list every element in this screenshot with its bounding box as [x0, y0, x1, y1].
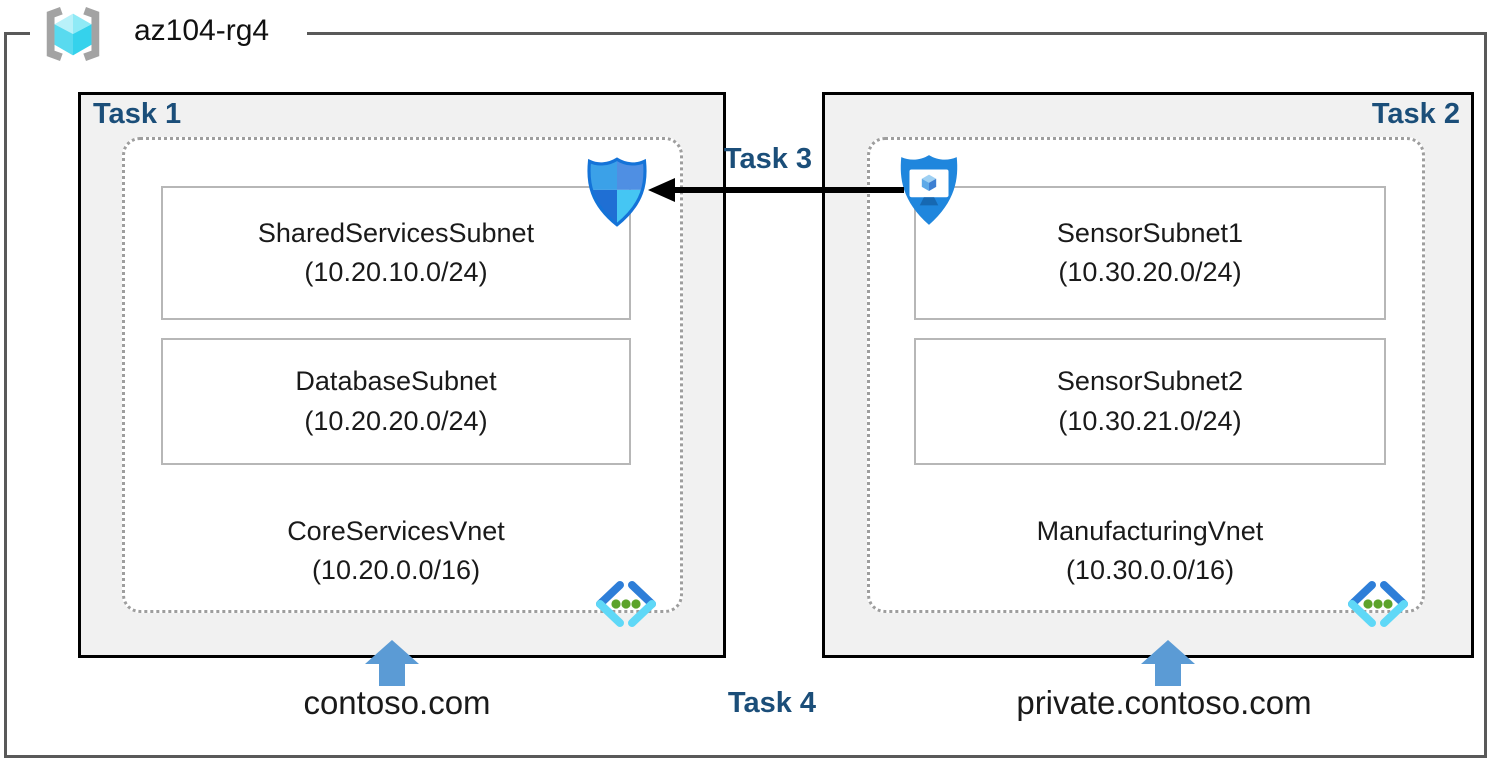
task2-label: Task 2 — [1371, 98, 1460, 130]
sensor-subnet1: SensorSubnet1 (10.30.20.0/24) — [914, 186, 1386, 320]
resource-group-name: az104-rg4 — [134, 14, 270, 47]
subnet-cidr: (10.30.20.0/24) — [1058, 257, 1242, 287]
subnet-name: SensorSubnet2 — [1056, 366, 1244, 397]
vnet-cidr: (10.30.0.0/16) — [1065, 555, 1235, 586]
subnet-cidr: (10.30.21.0/24) — [1058, 405, 1242, 436]
sensor-subnet2: SensorSubnet2 (10.30.21.0/24) — [914, 338, 1386, 465]
task3-label: Task 3 — [723, 143, 813, 175]
private-contoso-dns-label: private.contoso.com — [1016, 684, 1312, 721]
core-services-vnet-label: CoreServicesVnet (10.20.0.0/16) — [161, 512, 631, 590]
subnet-name: SensorSubnet1 — [1056, 217, 1244, 248]
task4-label: Task 4 — [727, 687, 817, 719]
shared-services-subnet: SharedServicesSubnet (10.20.10.0/24) — [161, 186, 631, 320]
contoso-dns-label: contoso.com — [303, 684, 491, 721]
subnet-cidr: (10.20.10.0/24) — [304, 257, 488, 287]
frame-label-gap — [30, 28, 307, 40]
subnet-name: SharedServicesSubnet — [257, 217, 535, 248]
database-subnet: DatabaseSubnet (10.20.20.0/24) — [161, 338, 631, 465]
subnet-cidr: (10.20.20.0/24) — [304, 405, 488, 436]
vnet-name: ManufacturingVnet — [1036, 516, 1264, 546]
manufacturing-vnet-label: ManufacturingVnet (10.30.0.0/16) — [914, 512, 1386, 590]
task1-label: Task 1 — [93, 98, 182, 130]
subnet-name: DatabaseSubnet — [295, 366, 497, 397]
resource-group-frame — [4, 32, 1487, 758]
vnet-cidr: (10.20.0.0/16) — [311, 555, 481, 586]
vnet-name: CoreServicesVnet — [287, 516, 505, 546]
